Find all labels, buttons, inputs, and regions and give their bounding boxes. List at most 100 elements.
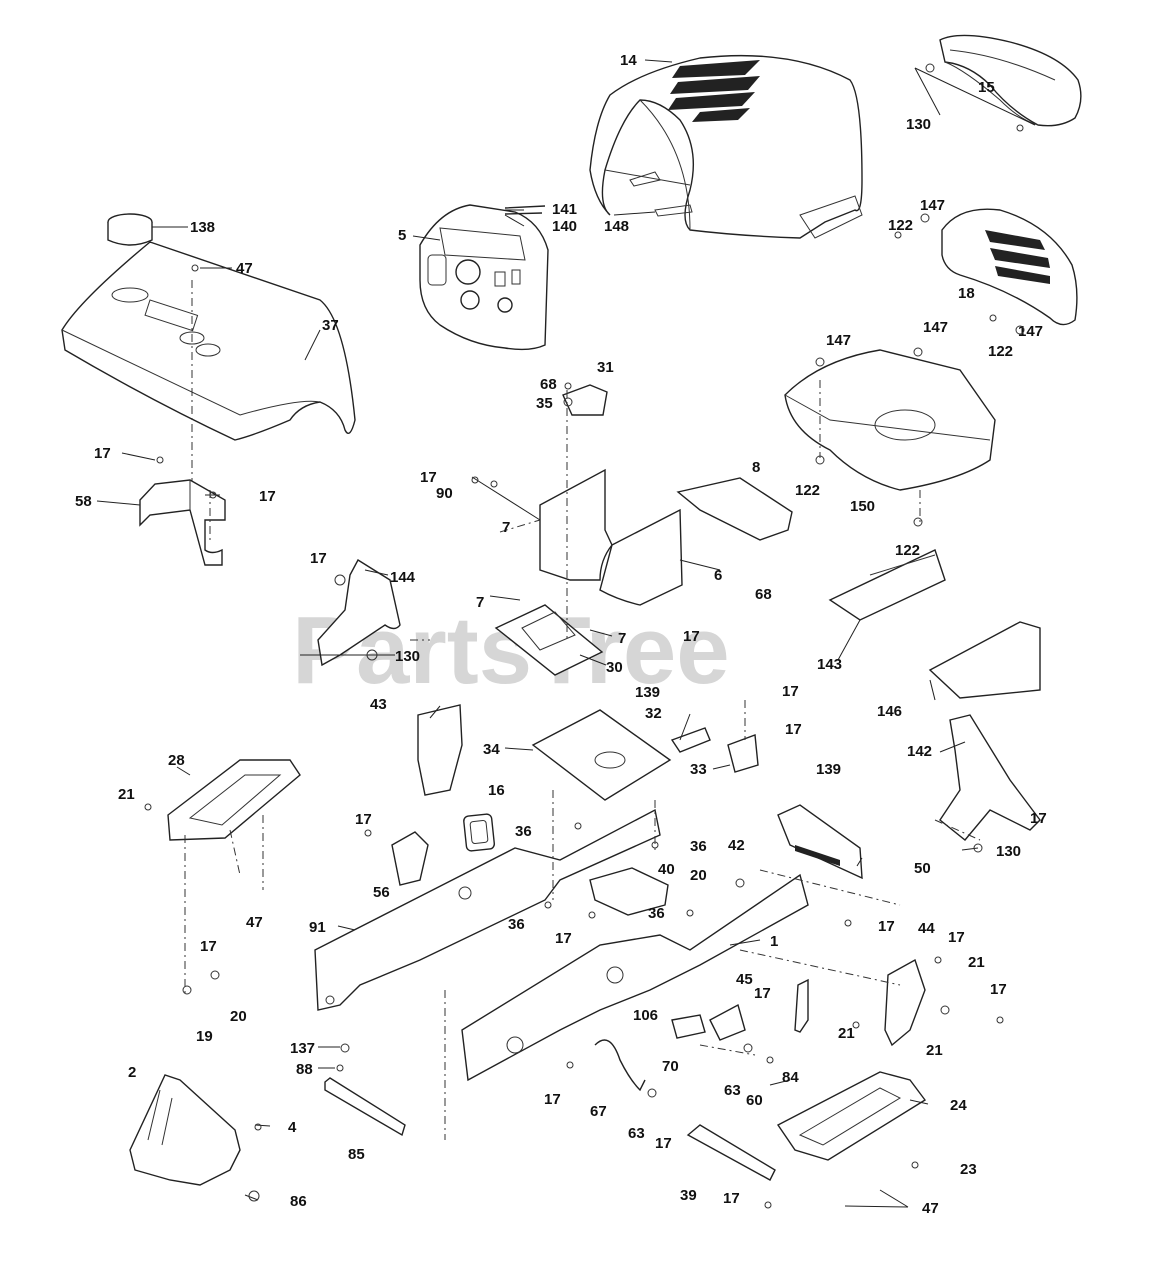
callout-21[interactable]: 21 bbox=[838, 1025, 855, 1042]
bracket-part-84[interactable] bbox=[794, 978, 809, 1033]
callout-150[interactable]: 150 bbox=[850, 498, 875, 515]
panel-part-7[interactable] bbox=[539, 468, 613, 581]
callout-60[interactable]: 60 bbox=[746, 1092, 763, 1109]
callout-21[interactable]: 21 bbox=[968, 954, 985, 971]
callout-130[interactable]: 130 bbox=[906, 116, 931, 133]
callout-43[interactable]: 43 bbox=[370, 696, 387, 713]
bracket-part-44[interactable] bbox=[884, 958, 926, 1047]
callout-137[interactable]: 137 bbox=[290, 1040, 315, 1057]
callout-84[interactable]: 84 bbox=[782, 1069, 799, 1086]
callout-141[interactable]: 141 bbox=[552, 201, 577, 218]
bracket-part-16[interactable] bbox=[463, 813, 496, 852]
callout-5[interactable]: 5 bbox=[398, 227, 406, 244]
callout-30[interactable]: 30 bbox=[606, 659, 623, 676]
callout-6[interactable]: 6 bbox=[714, 567, 722, 584]
bar-part-39[interactable] bbox=[686, 1124, 776, 1181]
callout-36[interactable]: 36 bbox=[508, 916, 525, 933]
callout-14[interactable]: 14 bbox=[620, 52, 637, 69]
callout-34[interactable]: 34 bbox=[483, 741, 500, 758]
callout-147[interactable]: 147 bbox=[923, 319, 948, 336]
callout-1[interactable]: 1 bbox=[770, 933, 778, 950]
callout-45[interactable]: 45 bbox=[736, 971, 753, 988]
bracket-part-58[interactable] bbox=[139, 479, 226, 566]
callout-68[interactable]: 68 bbox=[755, 586, 772, 603]
callout-143[interactable]: 143 bbox=[817, 656, 842, 673]
callout-47[interactable]: 47 bbox=[246, 914, 263, 931]
callout-47[interactable]: 47 bbox=[922, 1200, 939, 1217]
callout-139[interactable]: 139 bbox=[816, 761, 841, 778]
callout-7[interactable]: 7 bbox=[502, 519, 510, 536]
callout-33[interactable]: 33 bbox=[690, 761, 707, 778]
callout-17[interactable]: 17 bbox=[259, 488, 276, 505]
callout-147[interactable]: 147 bbox=[826, 332, 851, 349]
callout-130[interactable]: 130 bbox=[996, 843, 1021, 860]
callout-17[interactable]: 17 bbox=[544, 1091, 561, 1108]
callout-19[interactable]: 19 bbox=[196, 1028, 213, 1045]
callout-17[interactable]: 17 bbox=[782, 683, 799, 700]
callout-17[interactable]: 17 bbox=[785, 721, 802, 738]
dash-panel-part[interactable] bbox=[419, 204, 549, 351]
cable-part-67[interactable] bbox=[594, 1039, 646, 1092]
callout-139[interactable]: 139 bbox=[635, 684, 660, 701]
callout-37[interactable]: 37 bbox=[322, 317, 339, 334]
callout-122[interactable]: 122 bbox=[988, 343, 1013, 360]
callout-67[interactable]: 67 bbox=[590, 1103, 607, 1120]
callout-23[interactable]: 23 bbox=[960, 1161, 977, 1178]
callout-36[interactable]: 36 bbox=[648, 905, 665, 922]
callout-17[interactable]: 17 bbox=[355, 811, 372, 828]
plate-part-34[interactable] bbox=[531, 709, 672, 801]
callout-56[interactable]: 56 bbox=[373, 884, 390, 901]
callout-20[interactable]: 20 bbox=[230, 1008, 247, 1025]
footrest-part-28[interactable] bbox=[167, 759, 301, 841]
bracket-part-2[interactable] bbox=[129, 1074, 241, 1186]
callout-44[interactable]: 44 bbox=[918, 920, 935, 937]
front-grille-part[interactable] bbox=[941, 208, 1078, 326]
callout-40[interactable]: 40 bbox=[658, 861, 675, 878]
key-part-141[interactable] bbox=[504, 205, 546, 215]
bracket-part-43[interactable] bbox=[417, 704, 463, 796]
callout-7[interactable]: 7 bbox=[618, 630, 626, 647]
callout-122[interactable]: 122 bbox=[795, 482, 820, 499]
callout-47[interactable]: 47 bbox=[236, 260, 253, 277]
callout-88[interactable]: 88 bbox=[296, 1061, 313, 1078]
hood-part[interactable] bbox=[589, 54, 863, 239]
callout-21[interactable]: 21 bbox=[926, 1042, 943, 1059]
callout-148[interactable]: 148 bbox=[604, 218, 629, 235]
callout-32[interactable]: 32 bbox=[645, 705, 662, 722]
callout-15[interactable]: 15 bbox=[978, 79, 995, 96]
plate-part-8[interactable] bbox=[676, 477, 793, 541]
callout-39[interactable]: 39 bbox=[680, 1187, 697, 1204]
callout-16[interactable]: 16 bbox=[488, 782, 505, 799]
bracket-part-32[interactable] bbox=[670, 727, 711, 753]
callout-17[interactable]: 17 bbox=[878, 918, 895, 935]
callout-50[interactable]: 50 bbox=[914, 860, 931, 877]
callout-17[interactable]: 17 bbox=[948, 929, 965, 946]
callout-17[interactable]: 17 bbox=[1030, 810, 1047, 827]
bracket-part-31[interactable] bbox=[562, 384, 608, 416]
step-part-24[interactable] bbox=[776, 1071, 927, 1161]
callout-31[interactable]: 31 bbox=[597, 359, 614, 376]
callout-68[interactable]: 68 bbox=[540, 376, 557, 393]
callout-2[interactable]: 2 bbox=[128, 1064, 136, 1081]
bracket-part-144[interactable] bbox=[317, 559, 401, 667]
callout-146[interactable]: 146 bbox=[877, 703, 902, 720]
bracket-part-50[interactable] bbox=[777, 804, 863, 880]
callout-17[interactable]: 17 bbox=[655, 1135, 672, 1152]
callout-86[interactable]: 86 bbox=[290, 1193, 307, 1210]
callout-36[interactable]: 36 bbox=[690, 838, 707, 855]
callout-142[interactable]: 142 bbox=[907, 743, 932, 760]
frame-right-part-1[interactable] bbox=[461, 873, 809, 1082]
callout-8[interactable]: 8 bbox=[752, 459, 760, 476]
callout-17[interactable]: 17 bbox=[420, 469, 437, 486]
callout-147[interactable]: 147 bbox=[1018, 323, 1043, 340]
callout-20[interactable]: 20 bbox=[690, 867, 707, 884]
bracket-part-70[interactable] bbox=[671, 1014, 706, 1039]
callout-147[interactable]: 147 bbox=[920, 197, 945, 214]
callout-122[interactable]: 122 bbox=[888, 217, 913, 234]
callout-58[interactable]: 58 bbox=[75, 493, 92, 510]
callout-36[interactable]: 36 bbox=[515, 823, 532, 840]
grille-part[interactable] bbox=[925, 34, 1082, 132]
callout-70[interactable]: 70 bbox=[662, 1058, 679, 1075]
callout-63[interactable]: 63 bbox=[628, 1125, 645, 1142]
callout-140[interactable]: 140 bbox=[552, 218, 577, 235]
